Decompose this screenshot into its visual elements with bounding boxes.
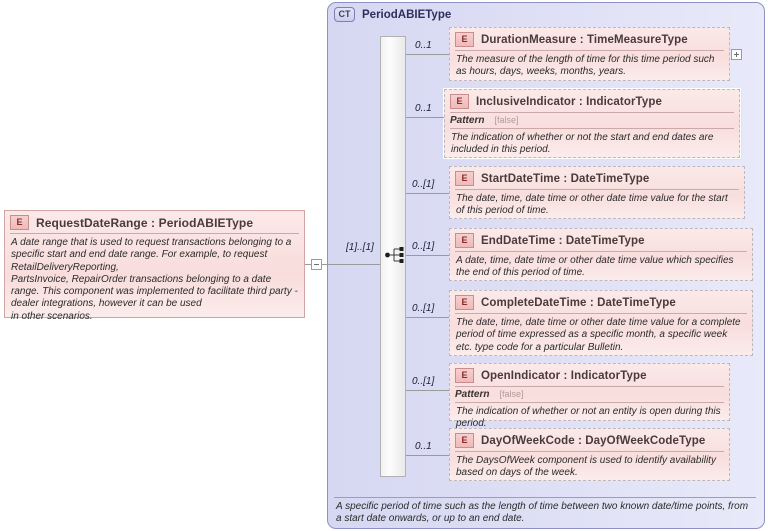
element-divider [455,386,724,387]
element-title: DurationMeasure : TimeMeasureType [481,33,688,46]
element-header: E OpenIndicator : IndicatorType [450,364,729,386]
element-title: OpenIndicator : IndicatorType [481,369,647,382]
root-out-wire [305,264,312,265]
element-divider [450,112,734,113]
container-footer-divider [334,497,756,498]
element-badge-icon: E [455,171,474,186]
element-divider-2 [450,128,734,129]
connector-wire [406,390,449,391]
element-title: StartDateTime : DateTimeType [481,172,650,185]
container-title: PeriodABIEType [362,8,452,21]
element-badge-icon: E [455,433,474,448]
connector-wire [406,193,449,194]
element-divider [455,251,747,252]
element-box-durationmeasure[interactable]: E DurationMeasure : TimeMeasureType The … [449,27,730,81]
root-cardinality: [1]..[1] [346,242,374,253]
connector-wire [406,317,449,318]
element-badge-icon: E [455,32,474,47]
cardinality-completedatetime: 0..[1] [412,303,435,314]
element-title: EndDateTime : DateTimeType [481,234,645,247]
sequence-icon [385,246,407,264]
cardinality-enddatetime: 0..[1] [412,241,435,252]
element-box-startdatetime[interactable]: E StartDateTime : DateTimeType The date,… [449,166,745,219]
facet-name: Pattern [450,115,485,126]
element-divider-2 [455,402,724,403]
element-header: E DayOfWeekCode : DayOfWeekCodeType [450,429,729,451]
element-header: E InclusiveIndicator : IndicatorType [445,90,739,112]
element-divider [455,313,747,314]
minus-expander-icon[interactable] [311,259,322,270]
cardinality-dayofweekcode: 0..1 [415,441,432,452]
element-divider [455,50,724,51]
element-header: E StartDateTime : DateTimeType [450,167,744,189]
facet-name: Pattern [455,389,490,400]
facet-value: [false] [499,389,524,399]
container-header: CT PeriodABIEType [328,3,764,22]
element-description: The indication of whether or not an enti… [456,406,721,430]
element-box-openindicator[interactable]: E OpenIndicator : IndicatorType Pattern … [449,363,730,429]
element-description: A date, time, date time or other date ti… [456,255,734,279]
element-title: InclusiveIndicator : IndicatorType [476,95,662,108]
cardinality-inclusiveindicator: 0..1 [415,103,432,114]
root-element-description: A date range that is used to request tra… [11,237,298,322]
facet-value: [false] [494,115,519,125]
element-box-dayofweekcode[interactable]: E DayOfWeekCode : DayOfWeekCodeType The … [449,428,730,481]
cardinality-durationmeasure: 0..1 [415,40,432,51]
element-header: E EndDateTime : DateTimeType [450,229,752,251]
connector-wire [406,54,449,55]
connector-wire [406,455,449,456]
element-box-enddatetime[interactable]: E EndDateTime : DateTimeType A date, tim… [449,228,753,281]
root-element-title: RequestDateRange : PeriodABIEType [36,215,254,230]
element-badge-icon: E [455,368,474,383]
element-title: DayOfWeekCode : DayOfWeekCodeType [481,434,706,447]
element-badge-icon: E [455,233,474,248]
cardinality-startdatetime: 0..[1] [412,179,435,190]
root-divider [10,233,299,234]
element-badge-icon: E [455,295,474,310]
cardinality-openindicator: 0..[1] [412,376,435,387]
element-box-inclusiveindicator[interactable]: E InclusiveIndicator : IndicatorType Pat… [444,89,740,158]
element-header: E DurationMeasure : TimeMeasureType [450,28,729,50]
element-facet: Pattern [false] [450,387,729,402]
connector-wire [406,255,449,256]
complex-type-badge-icon: CT [334,7,355,22]
element-description: The date, time, date time or other date … [456,317,741,353]
container-in-wire [322,264,380,265]
root-element-box[interactable]: E RequestDateRange : PeriodABIEType A da… [4,210,305,322]
element-badge-icon: E [10,215,29,230]
element-description: The indication of whether or not the sta… [451,132,714,156]
element-description: The DaysOfWeek component is used to iden… [456,455,716,479]
element-title: CompleteDateTime : DateTimeType [481,296,676,309]
element-facet: Pattern [false] [445,113,739,128]
element-description: The measure of the length of time for th… [456,54,715,78]
element-badge-icon: E [450,94,469,109]
element-header: E CompleteDateTime : DateTimeType [450,291,752,313]
element-description: The date, time, date time or other date … [456,193,728,217]
plus-expander-icon[interactable] [731,49,742,60]
element-divider [455,189,739,190]
element-divider [455,451,724,452]
connector-wire [406,117,444,118]
container-footer-description: A specific period of time such as the le… [336,501,749,525]
root-element-header: E RequestDateRange : PeriodABIEType [5,211,304,233]
element-box-completedatetime[interactable]: E CompleteDateTime : DateTimeType The da… [449,290,753,356]
